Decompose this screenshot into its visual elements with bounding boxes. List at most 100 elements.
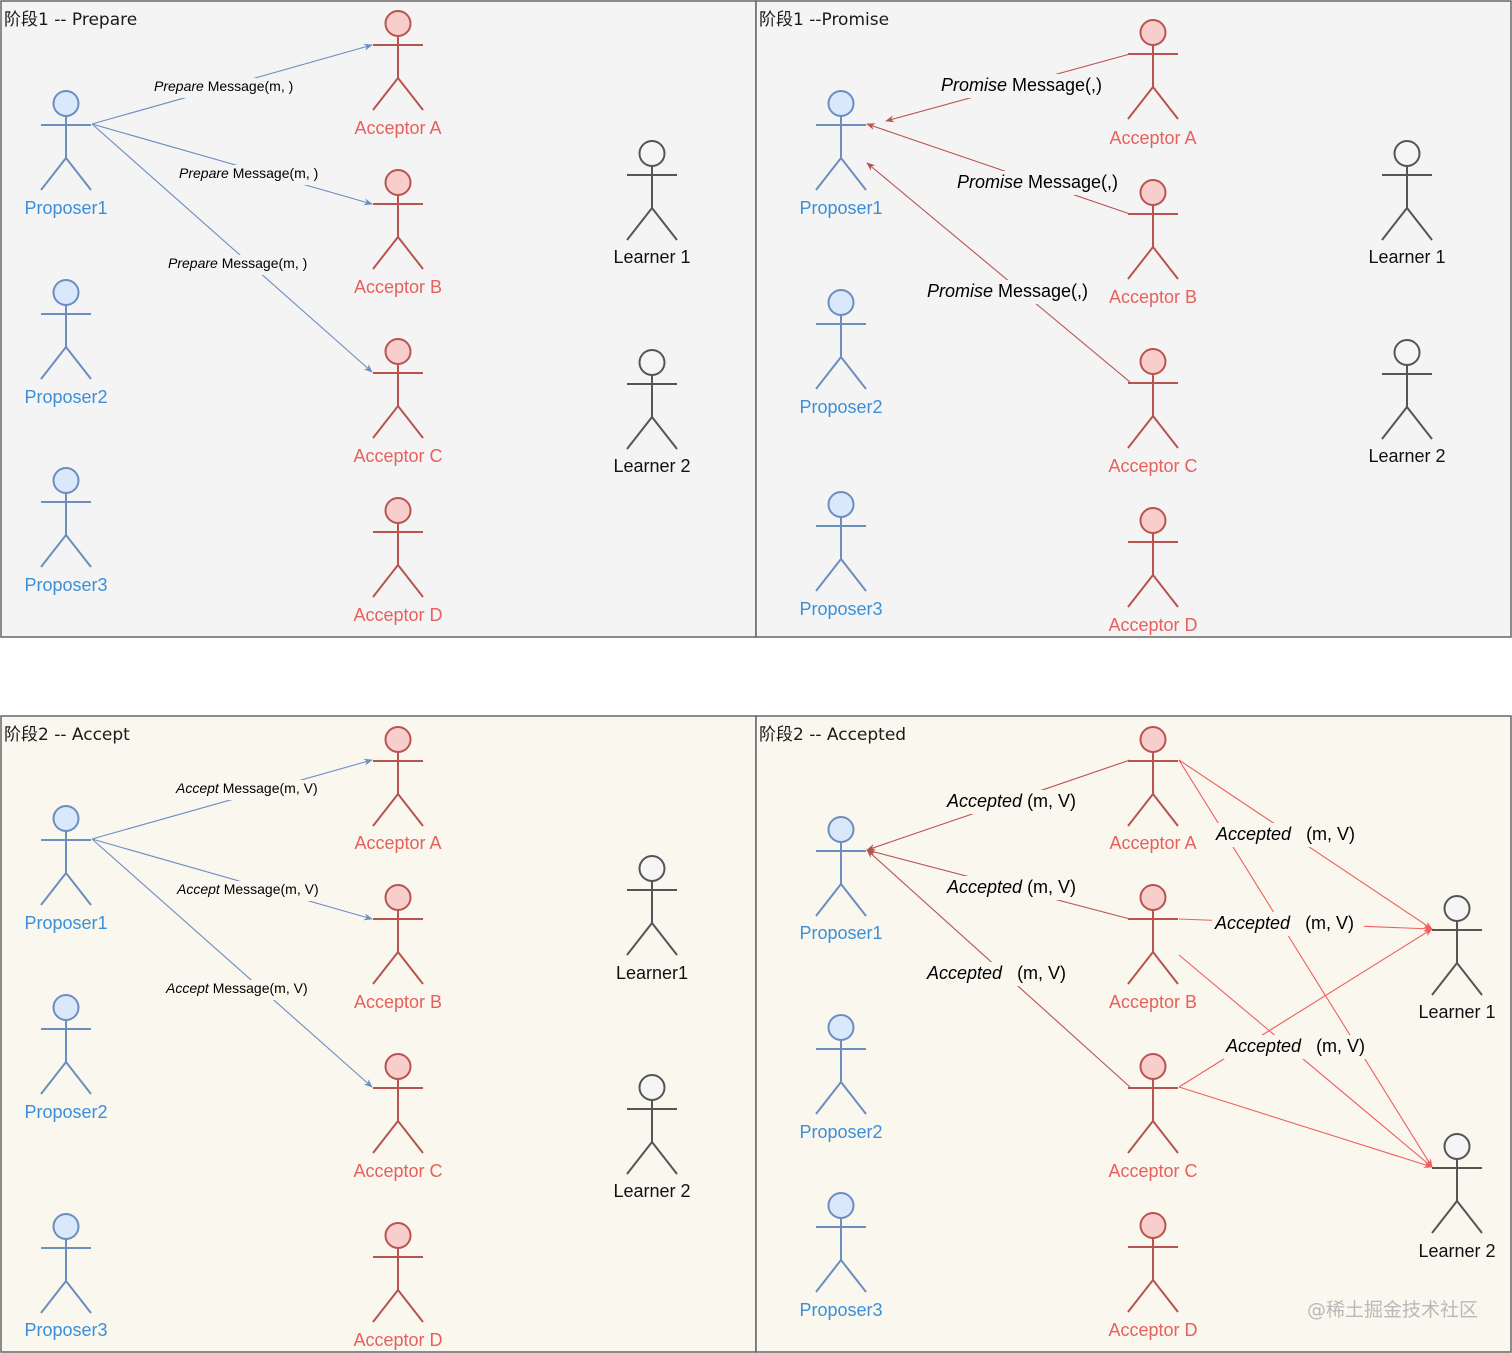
acceptor-leg-right bbox=[397, 1289, 424, 1323]
proposer-head-icon bbox=[827, 491, 855, 518]
acceptor-head-icon bbox=[384, 10, 412, 37]
message-type: Prepare bbox=[154, 78, 204, 94]
message-label-bg bbox=[1212, 912, 1364, 936]
message-params: Message(,) bbox=[1007, 75, 1102, 95]
acceptor-leg-right bbox=[1152, 246, 1179, 280]
acceptor-label: Acceptor C bbox=[1108, 1161, 1197, 1181]
message-label: Accepted (m, V) bbox=[946, 877, 1076, 897]
acceptor-head-icon bbox=[1139, 1053, 1167, 1080]
message-label-bg bbox=[163, 980, 315, 1000]
learner-head-icon bbox=[638, 349, 666, 376]
learner-head-icon bbox=[1393, 339, 1421, 366]
acceptor-acceptor-a: Acceptor A bbox=[354, 726, 442, 853]
proposer-leg-right bbox=[840, 558, 867, 592]
acceptor-acceptor-c: Acceptor C bbox=[1108, 1053, 1198, 1181]
message-arrow bbox=[1178, 954, 1433, 1168]
message-params: Message(,) bbox=[1023, 172, 1118, 192]
proposer-leg-left bbox=[815, 1259, 842, 1293]
acceptor-leg-left bbox=[372, 1289, 399, 1323]
learner-head-icon bbox=[1443, 895, 1471, 922]
proposer-leg-right bbox=[840, 1081, 867, 1115]
panel-3 bbox=[0, 715, 757, 1353]
acceptor-leg-left bbox=[372, 1120, 399, 1154]
acceptor-label: Acceptor D bbox=[353, 1330, 442, 1350]
learner-leg-right bbox=[1456, 962, 1483, 996]
acceptor-head-icon bbox=[1139, 179, 1167, 206]
acceptor-head-icon bbox=[1139, 726, 1167, 753]
proposer-proposer1: Proposer1 bbox=[799, 816, 883, 943]
message-type: Promise bbox=[957, 172, 1023, 192]
proposer-proposer2: Proposer2 bbox=[24, 279, 108, 407]
acceptor-acceptor-a: Acceptor A bbox=[1109, 19, 1197, 148]
acceptor-label: Acceptor B bbox=[354, 992, 442, 1012]
acceptor-head-icon bbox=[1139, 19, 1167, 46]
panel-title: 阶段2 -- Accepted bbox=[759, 725, 906, 745]
message-params: Message(,) bbox=[993, 281, 1088, 301]
proposer-leg-left bbox=[815, 356, 842, 390]
acceptor-acceptor-d: Acceptor D bbox=[1108, 507, 1198, 635]
proposer-proposer1: Proposer1 bbox=[799, 90, 883, 218]
message-type: Prepare bbox=[179, 165, 229, 181]
acceptor-label: Acceptor A bbox=[354, 118, 441, 138]
learner-head-icon bbox=[638, 855, 666, 882]
acceptor-head-icon bbox=[384, 497, 412, 524]
proposer-label: Proposer1 bbox=[24, 913, 107, 933]
proposer-leg-right bbox=[840, 356, 867, 390]
proposer-leg-right bbox=[65, 534, 92, 568]
acceptor-leg-left bbox=[1127, 1120, 1154, 1154]
proposer-leg-right bbox=[65, 1061, 92, 1095]
panel-title: 阶段1 --Promise bbox=[759, 10, 889, 30]
message-label-bg bbox=[944, 790, 1074, 814]
acceptor-leg-right bbox=[1152, 415, 1179, 449]
proposer-leg-right bbox=[65, 346, 92, 380]
learner-leg-left bbox=[626, 416, 653, 450]
message-params: Message(m, ) bbox=[229, 165, 318, 181]
acceptor-leg-left bbox=[372, 564, 399, 598]
acceptor-label: Acceptor B bbox=[1109, 287, 1197, 307]
proposer-label: Proposer3 bbox=[799, 1300, 882, 1320]
message-type: Accepted bbox=[946, 877, 1023, 897]
acceptor-leg-left bbox=[1127, 793, 1154, 827]
acceptor-acceptor-b: Acceptor B bbox=[1109, 884, 1197, 1012]
proposer-proposer3: Proposer3 bbox=[799, 1192, 883, 1320]
proposer-label: Proposer1 bbox=[24, 198, 107, 218]
proposer-proposer2: Proposer2 bbox=[799, 1014, 883, 1142]
panel-2 bbox=[755, 0, 1512, 638]
message-label: Prepare Message(m, ) bbox=[179, 165, 318, 181]
proposer-head-icon bbox=[827, 1192, 855, 1219]
proposer-proposer1: Proposer1 bbox=[24, 90, 108, 218]
acceptor-leg-left bbox=[1127, 951, 1154, 985]
message-type: Accepted bbox=[946, 791, 1023, 811]
message-type: Accept bbox=[176, 881, 221, 897]
message-arrow bbox=[91, 123, 373, 206]
acceptor-leg-left bbox=[372, 236, 399, 270]
learner-leg-right bbox=[1406, 406, 1433, 440]
learner-label: Learner1 bbox=[616, 963, 688, 983]
learner-head-icon bbox=[638, 140, 666, 167]
acceptor-head-icon bbox=[1139, 1212, 1167, 1239]
message-params: Message(m, V) bbox=[220, 881, 319, 897]
proposer-leg-left bbox=[815, 883, 842, 917]
proposer-proposer2: Proposer2 bbox=[799, 289, 883, 417]
message-arrow bbox=[91, 838, 373, 1088]
proposer-head-icon bbox=[52, 994, 80, 1021]
message-type: Promise bbox=[927, 281, 993, 301]
proposer-head-icon bbox=[827, 816, 855, 843]
acceptor-acceptor-c: Acceptor C bbox=[1108, 348, 1198, 476]
message-type: Prepare bbox=[168, 255, 218, 271]
panel-title: 阶段2 -- Accept bbox=[4, 725, 130, 745]
proposer-leg-left bbox=[815, 157, 842, 191]
learner-learner-2: Learner 2 bbox=[613, 1074, 691, 1201]
acceptor-leg-left bbox=[372, 405, 399, 439]
acceptor-leg-right bbox=[1152, 86, 1179, 120]
acceptor-head-icon bbox=[384, 1222, 412, 1249]
proposer-label: Proposer1 bbox=[799, 198, 882, 218]
proposer-leg-left bbox=[815, 1081, 842, 1115]
acceptor-leg-left bbox=[1127, 415, 1154, 449]
message-params: (m, V) bbox=[1022, 877, 1076, 897]
acceptor-leg-left bbox=[1127, 246, 1154, 280]
proposer-leg-right bbox=[840, 1259, 867, 1293]
proposer-label: Proposer2 bbox=[799, 1122, 882, 1142]
message-arrow bbox=[91, 838, 373, 921]
acceptor-acceptor-a: Acceptor A bbox=[1109, 726, 1197, 853]
